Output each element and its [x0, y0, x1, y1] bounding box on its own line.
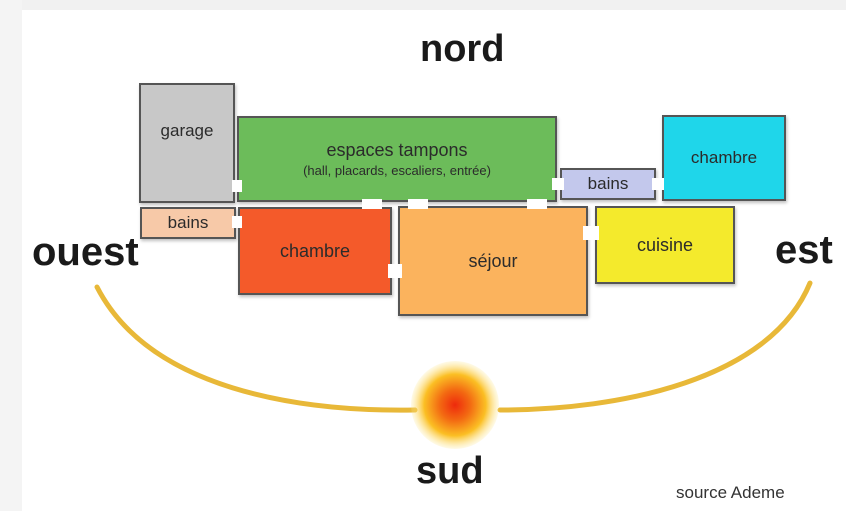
- room-bath-west: bains: [140, 207, 236, 239]
- room-bath-east-label: bains: [587, 174, 629, 193]
- room-bath-west-label: bains: [167, 213, 209, 232]
- door-bath-bedroom-west: [232, 216, 242, 228]
- left-border: [0, 0, 22, 511]
- door-buffer-living-2: [527, 199, 547, 209]
- room-bedroom-east-label: chambre: [690, 148, 758, 167]
- room-garage: garage: [139, 83, 235, 203]
- sun-path-arc: [94, 280, 813, 413]
- room-bath-east: bains: [560, 168, 656, 200]
- top-border: [0, 0, 846, 10]
- door-buffer-living-1: [408, 199, 428, 209]
- label-east: est: [775, 228, 833, 272]
- room-buffer-title: espaces tampons: [326, 140, 468, 160]
- label-north: nord: [420, 28, 505, 70]
- room-kitchen-label: cuisine: [636, 234, 694, 255]
- door-garage-buffer: [232, 180, 242, 192]
- door-living-kitchen: [583, 226, 599, 240]
- door-bath-bedroom-east: [652, 178, 664, 190]
- room-kitchen: cuisine: [595, 206, 735, 284]
- room-living: séjour: [398, 206, 588, 316]
- door-bedroom-living: [388, 264, 402, 278]
- room-buffer-spaces: espaces tampons (hall, placards, escalie…: [237, 116, 557, 202]
- label-south: sud: [416, 450, 484, 492]
- room-garage-label: garage: [160, 121, 214, 140]
- door-buffer-bedroom: [362, 199, 382, 209]
- room-living-label: séjour: [468, 250, 518, 271]
- room-buffer-detail: (hall, placards, escaliers, entrée): [303, 163, 491, 178]
- sun-icon: [411, 361, 499, 449]
- door-buffer-bath-east: [552, 178, 564, 190]
- room-bedroom-east: chambre: [662, 115, 786, 201]
- room-bedroom-west: chambre: [238, 207, 392, 295]
- label-west: ouest: [32, 230, 139, 274]
- source-credit: source Ademe: [676, 483, 785, 502]
- room-bedroom-west-label: chambre: [279, 240, 351, 261]
